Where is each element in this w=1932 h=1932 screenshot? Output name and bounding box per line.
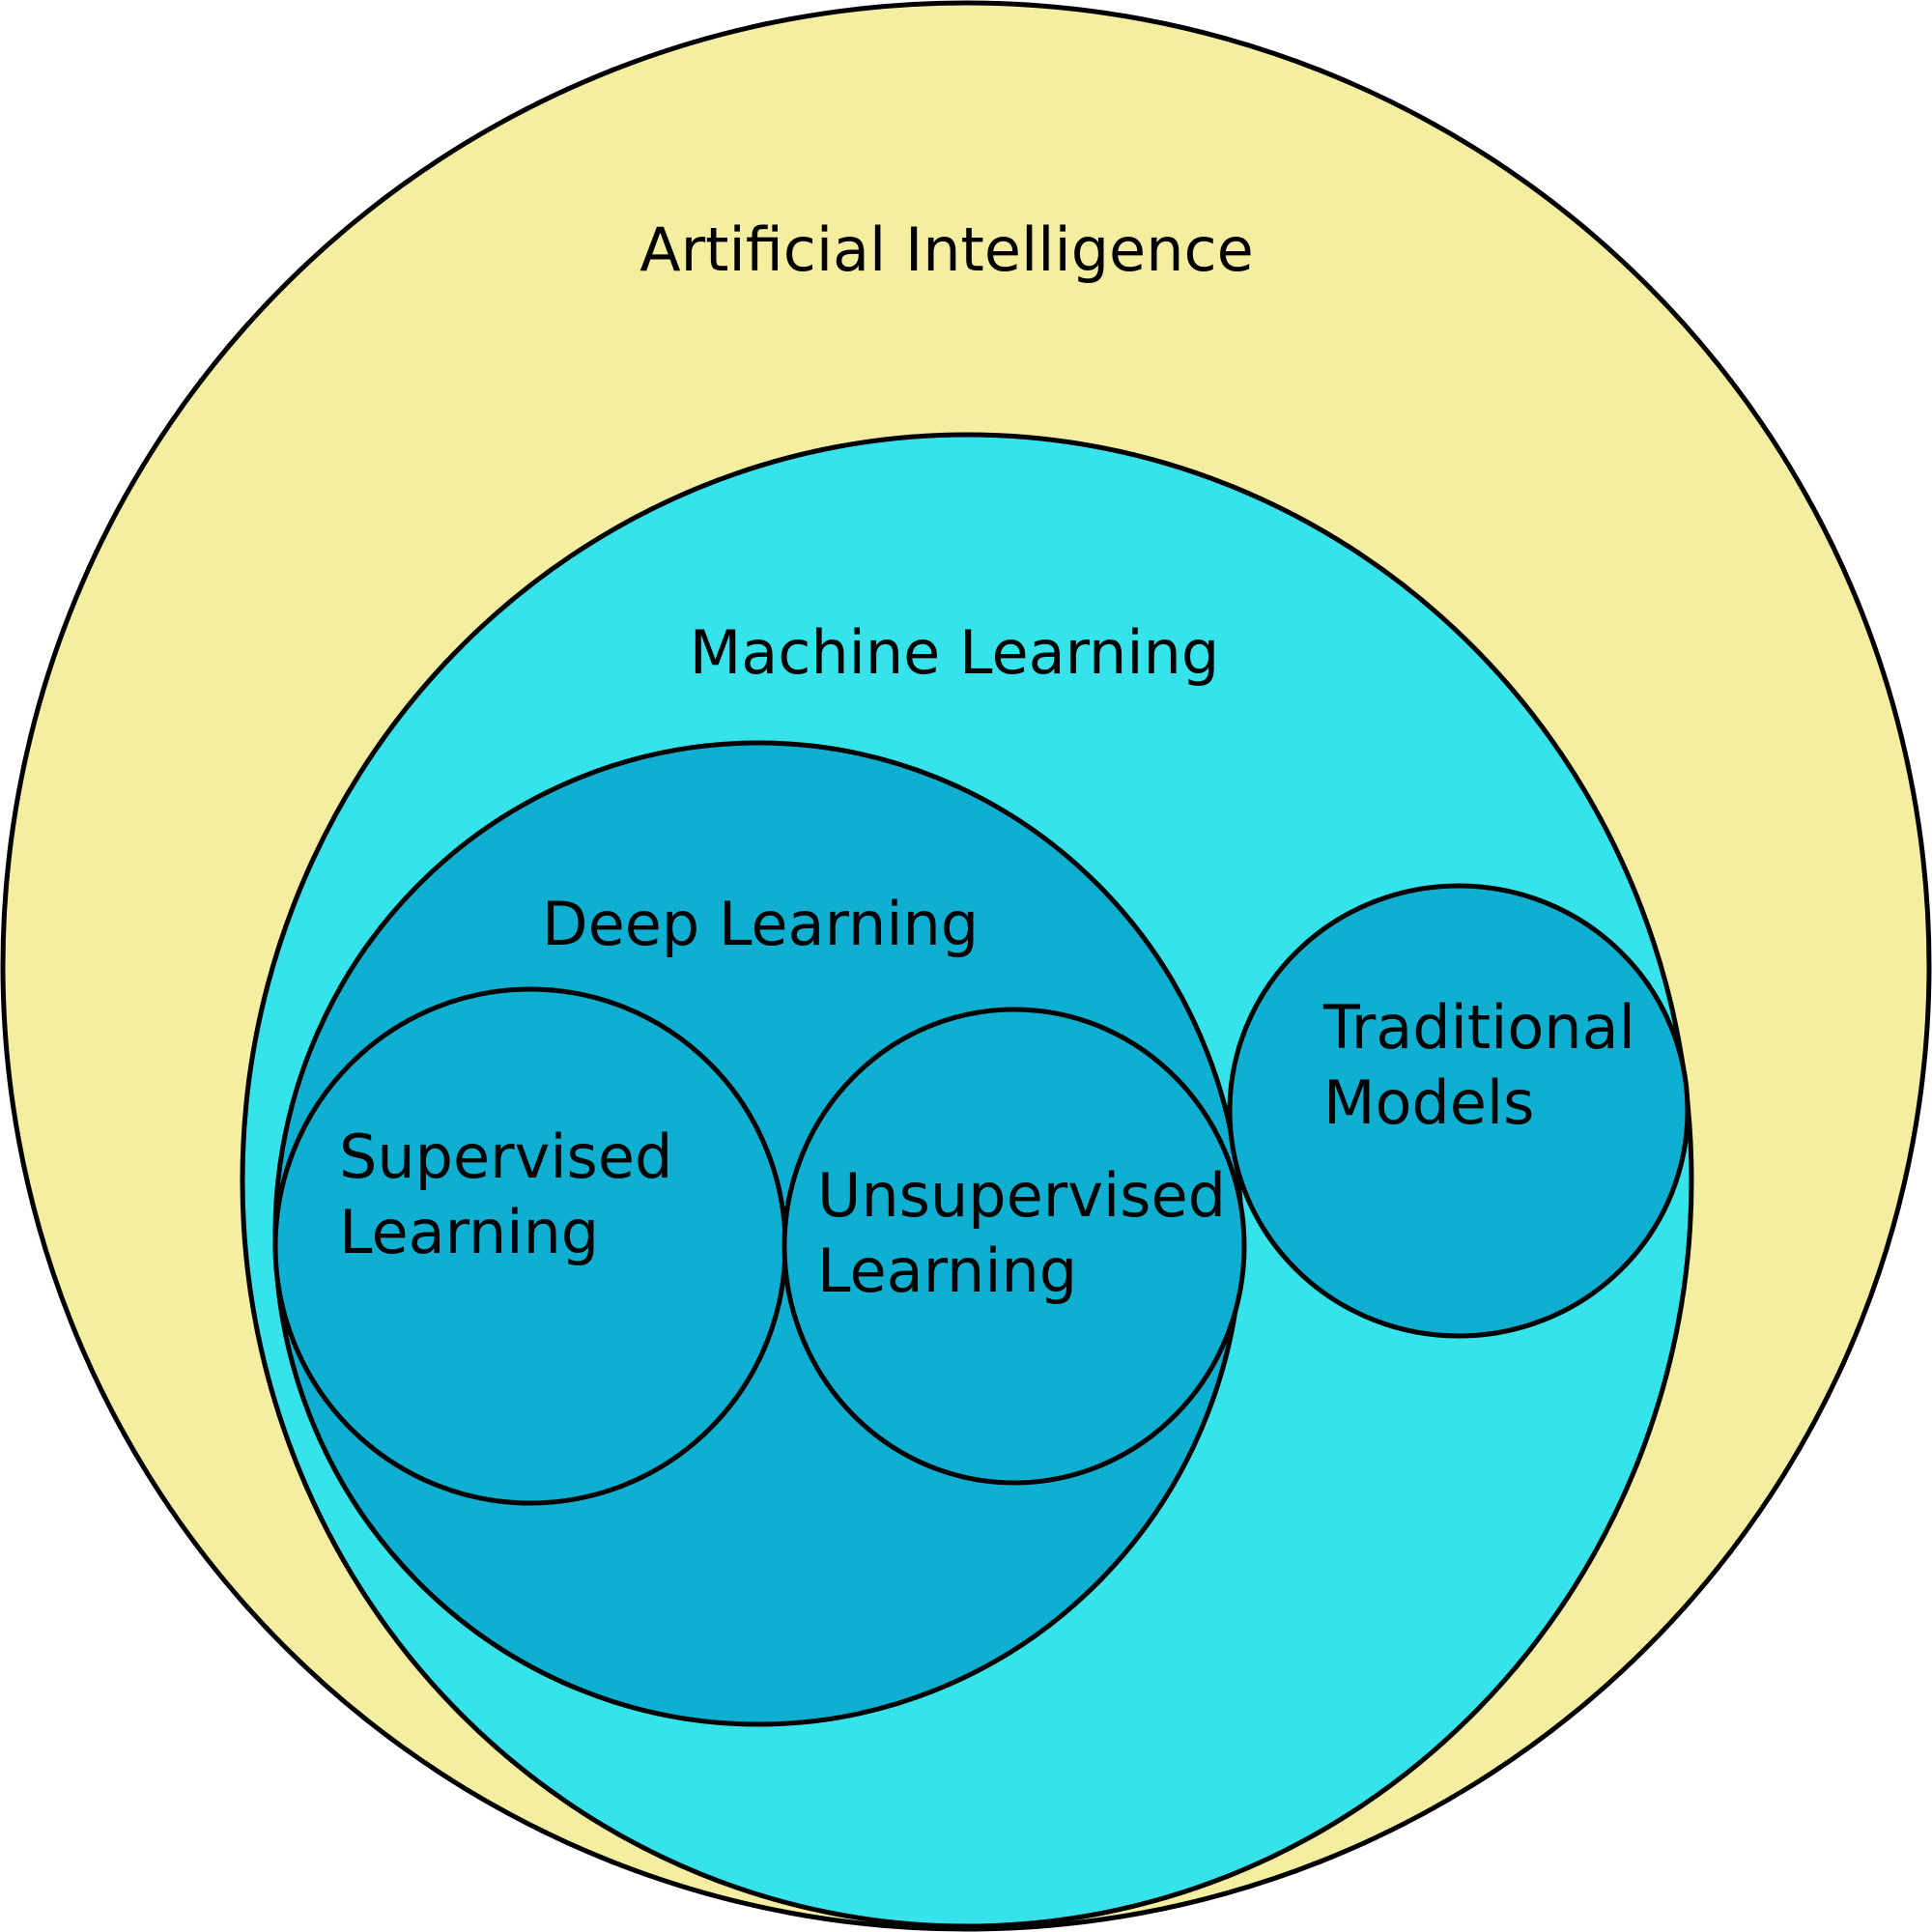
dl-label: Deep Learning bbox=[542, 889, 979, 959]
ml-label: Machine Learning bbox=[690, 617, 1219, 688]
traditional-label-line2: Models bbox=[1323, 1067, 1534, 1138]
ai-label: Artificial Intelligence bbox=[639, 214, 1253, 285]
supervised-label-line2: Learning bbox=[339, 1197, 599, 1267]
traditional-circle bbox=[1227, 883, 1690, 1339]
supervised-label-line1: Supervised bbox=[339, 1122, 672, 1192]
unsupervised-label-line1: Unsupervised bbox=[817, 1160, 1226, 1231]
unsupervised-circle bbox=[781, 1007, 1247, 1486]
traditional-label-line1: Traditional bbox=[1322, 992, 1635, 1063]
unsupervised-label-line2: Learning bbox=[817, 1236, 1077, 1306]
